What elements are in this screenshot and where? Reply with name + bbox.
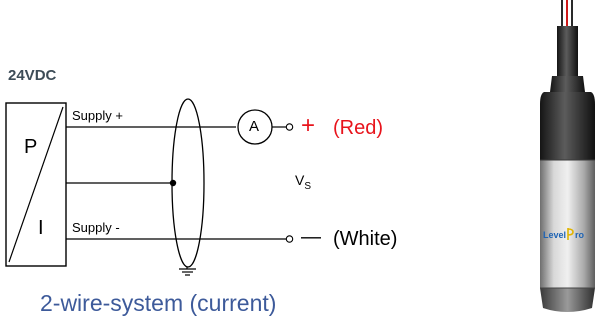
supply-plus-label: Supply + [72, 108, 123, 123]
plus-sign: + [301, 112, 316, 139]
box-diagonal [8, 106, 64, 263]
sensor-brand-left: Level [543, 230, 567, 240]
cable-shield [171, 98, 205, 268]
brand-logo-mark-icon [567, 228, 574, 240]
transmitter-box [5, 102, 67, 267]
voltage-symbol-main: V [295, 172, 305, 188]
level-sensor-image [540, 0, 595, 312]
minus-sign: — [301, 226, 321, 248]
ammeter-symbol: A [249, 118, 260, 135]
sensor-brand-right: ro [575, 230, 585, 240]
ground-icon [179, 268, 196, 276]
plus-terminal [285, 123, 294, 131]
diagram-caption: 2-wire-system (current) [40, 290, 277, 316]
junction-dot [169, 179, 177, 187]
supply-minus-label: Supply - [72, 220, 120, 235]
box-label-p: P [24, 136, 38, 158]
white-wire-label: (White) [333, 228, 398, 250]
minus-terminal [285, 235, 294, 243]
voltage-symbol-subscript: S [304, 181, 312, 192]
voltage-symbol: VS [295, 172, 311, 192]
box-label-i: I [38, 217, 44, 239]
voltage-heading: 24VDC [8, 67, 57, 84]
red-wire-label: (Red) [333, 117, 384, 139]
